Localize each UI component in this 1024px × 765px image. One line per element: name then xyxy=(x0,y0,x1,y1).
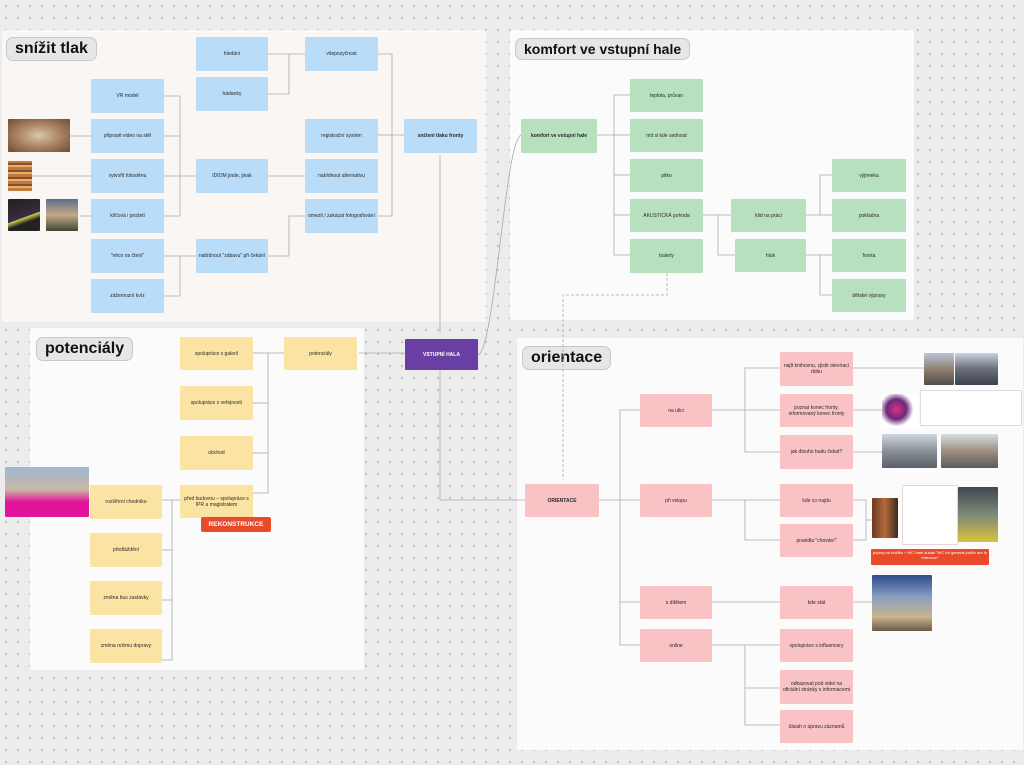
node-najit-knihovnu[interactable]: najít knihovnu, zjistit otevírací dobu xyxy=(780,352,853,386)
node-kde-co-najdu[interactable]: kde co najdu xyxy=(780,484,853,517)
node-neco-na-cteni[interactable]: "něco na čtení" xyxy=(91,239,164,273)
node-potencialy[interactable]: potenciály xyxy=(284,337,357,370)
section-title-potencialy: potenciály xyxy=(36,337,134,361)
node-s-ditetem[interactable]: s dítětem xyxy=(640,586,712,619)
node-piti[interactable]: pitko xyxy=(630,159,703,192)
node-na-ulici[interactable]: na ulici xyxy=(640,394,712,427)
node-online[interactable]: online xyxy=(640,629,712,662)
plan-sketch-image xyxy=(902,485,958,545)
section-title-orientace: orientace xyxy=(522,346,612,370)
street-pink-image xyxy=(5,467,89,517)
node-klicova[interactable]: klíčová i prožeti xyxy=(91,199,164,233)
people-photo-image xyxy=(46,199,78,231)
node-orientace[interactable]: ORIENTACE xyxy=(525,484,599,517)
node-omezit-fotografovani[interactable]: omezit / zakázat fotografování xyxy=(305,199,378,233)
node-hluk[interactable]: hluk xyxy=(735,239,806,272)
library-interior-image xyxy=(8,119,70,152)
node-detske-vypravy[interactable]: dětské výpravy xyxy=(832,279,906,312)
entrance-photo-image xyxy=(872,498,898,538)
node-akustika[interactable]: AKUSTICKÁ pohoda xyxy=(630,199,703,232)
node-hledani[interactable]: hledání xyxy=(196,37,268,71)
street-photo-3-image xyxy=(882,434,937,468)
node-snizeni-tlaku[interactable]: snížení tlaku fronty xyxy=(404,119,477,153)
node-sednout[interactable]: mít si kde sednout xyxy=(630,119,703,152)
node-influencer[interactable]: spolupráce s influencery xyxy=(780,629,853,662)
node-pred-budovou[interactable]: před budovou – spolupráce s IPR a magist… xyxy=(180,485,253,518)
section-title-komfort: komfort ve vstupní hale xyxy=(515,38,691,60)
street-photo-1-image xyxy=(924,353,954,385)
node-pri-vstupu[interactable]: při vstupu xyxy=(640,484,712,517)
node-klid[interactable]: klid na práci xyxy=(731,199,806,232)
node-vyjimeka[interactable]: výjimeka xyxy=(832,159,906,192)
node-vstupni-hala[interactable]: VSTUPNÍ HALA xyxy=(405,339,478,370)
node-komfort[interactable]: komfort ve vstupní hale xyxy=(521,119,597,153)
node-bus-zastavka[interactable]: změna bus zastávky xyxy=(90,581,162,615)
node-konec-fronty[interactable]: poznat konec fronty, informovaný konec f… xyxy=(780,394,853,427)
node-kviz[interactable]: zážemozní kvíz xyxy=(91,279,164,313)
rekonstrukce-badge: REKONSTRUKCE xyxy=(201,517,271,532)
node-teplota[interactable]: teplota, průvan xyxy=(630,79,703,112)
node-idiom[interactable]: IDIOM jinde, jinak xyxy=(196,159,268,193)
bookshelf-image xyxy=(8,161,32,191)
node-vsepozornost[interactable]: všepozyčnost xyxy=(305,37,378,71)
node-kde-stat[interactable]: kde stát xyxy=(780,586,853,619)
node-toalety[interactable]: toalety xyxy=(630,239,703,273)
hall-photo-image xyxy=(958,487,998,542)
node-pravidla[interactable]: pravidla "chování" xyxy=(780,524,853,557)
node-odkazovat[interactable]: odkazovat pod videi na oficiální stránky… xyxy=(780,670,853,704)
node-nabidnout-zabavu[interactable]: nabídnout "zábavu" při čekání xyxy=(196,239,268,273)
node-pokladna[interactable]: pokladna xyxy=(832,199,906,232)
street-photo-4-image xyxy=(941,434,998,468)
node-jak-dlouho[interactable]: jak dlouho budu čekat? xyxy=(780,435,853,469)
street-photo-2-image xyxy=(955,353,998,385)
node-rozsireni-chodniku[interactable]: rozšíření chodníku xyxy=(90,485,162,519)
node-nabidnout-alternativu[interactable]: nabídnout alternativu xyxy=(305,159,378,193)
node-zasah[interactable]: žásah o úpravu záznamů xyxy=(780,710,853,743)
node-vr-model[interactable]: VR model xyxy=(91,79,164,113)
node-video[interactable]: připravit video na stěl xyxy=(91,119,164,153)
graffiti-sign-image xyxy=(882,394,918,428)
kids-photo-image xyxy=(872,575,932,631)
dark-game-image xyxy=(8,199,40,231)
node-fotostena[interactable]: vytvořit fotostěnu xyxy=(91,159,164,193)
node-verejnost[interactable]: spolupráce s veřejností xyxy=(180,386,253,420)
node-obchod[interactable]: obchod xyxy=(180,436,253,470)
wc-note: popisy na tvořlim + WC hate dudak "WC fo… xyxy=(871,549,989,565)
node-rezim-dopravy[interactable]: změna režimu dopravy xyxy=(90,629,162,663)
floor-sketch-image xyxy=(920,390,1022,426)
node-galerie[interactable]: spolupráce s galerií xyxy=(180,337,253,370)
node-fronta[interactable]: fronta xyxy=(832,239,906,272)
node-predlazdeni[interactable]: předláždění xyxy=(90,533,162,567)
node-hadanky[interactable]: hádanky xyxy=(196,77,268,111)
section-title-snizit: snížit tlak xyxy=(6,37,97,61)
node-registracni-system[interactable]: registrační systém xyxy=(305,119,378,153)
